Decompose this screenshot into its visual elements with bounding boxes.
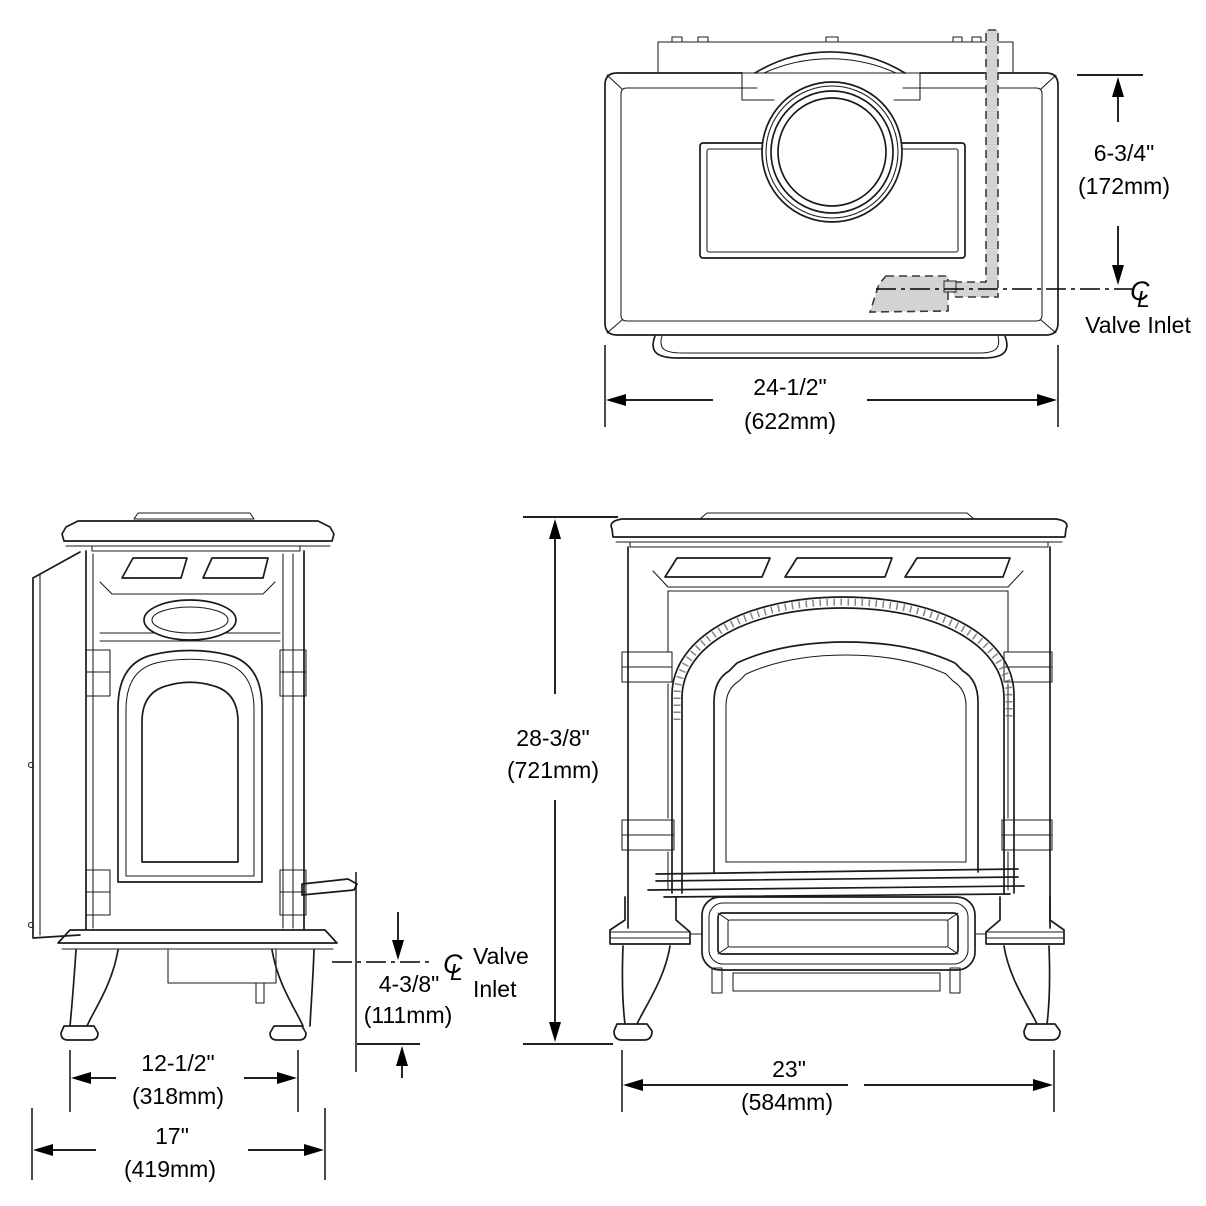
front-left-pedestal bbox=[609, 896, 691, 945]
top-valve-inlet-label: Valve Inlet bbox=[1085, 312, 1191, 338]
front-height-inches: 28-3/8" bbox=[516, 725, 589, 751]
top-view-front-rail bbox=[652, 335, 1008, 359]
dimension-top-height: 6-3/4" (172mm) C L Valve Inlet bbox=[1077, 74, 1191, 338]
dimension-side-leg-span: 12-1/2" (318mm) bbox=[69, 1050, 299, 1112]
dimension-top-width: 24-1/2" (622mm) bbox=[604, 345, 1059, 434]
top-height-mm: (172mm) bbox=[1078, 173, 1170, 199]
side-leg-span-inches: 12-1/2" bbox=[141, 1050, 214, 1076]
side-view bbox=[27, 512, 358, 1041]
front-door-arch bbox=[671, 596, 1015, 894]
front-view bbox=[609, 512, 1068, 1041]
top-height-inches: 6-3/4" bbox=[1094, 140, 1155, 166]
front-sill bbox=[655, 868, 1019, 882]
side-valve-label-2: Inlet bbox=[473, 976, 517, 1002]
front-width-inches: 23" bbox=[772, 1056, 806, 1082]
dimension-front-height: 28-3/8" (721mm) bbox=[507, 516, 618, 1045]
centerline-symbol: C bbox=[1130, 276, 1150, 306]
gas-valve bbox=[868, 275, 949, 313]
side-depth-inches: 17" bbox=[155, 1123, 189, 1149]
dimension-front-width: 23" (584mm) bbox=[621, 1050, 1055, 1115]
front-width-mm: (584mm) bbox=[741, 1089, 833, 1115]
top-view bbox=[604, 29, 1132, 359]
centerline-symbol: C bbox=[443, 949, 463, 979]
door-handle bbox=[301, 878, 358, 896]
side-louver bbox=[121, 557, 188, 579]
front-body bbox=[627, 546, 1051, 929]
front-left-leg bbox=[621, 945, 626, 1025]
side-body bbox=[85, 550, 305, 931]
top-view-rear-shield bbox=[657, 41, 1014, 74]
svg-text:L: L bbox=[450, 959, 463, 985]
dimension-side-depth: 17" (419mm) bbox=[31, 1108, 326, 1182]
front-height-mm: (721mm) bbox=[507, 757, 599, 783]
side-door-arch bbox=[117, 649, 263, 883]
side-valve-height-inches: 4-3/8" bbox=[379, 971, 440, 997]
front-top-plate bbox=[610, 518, 1068, 538]
front-glass-frame bbox=[713, 641, 979, 873]
side-front-leg bbox=[309, 949, 315, 1027]
side-valve-height-mm: (111mm) bbox=[364, 1002, 453, 1028]
ash-drawer bbox=[701, 896, 976, 971]
dimension-side-valve-height: C L Valve Inlet 4-3/8" (111mm) bbox=[332, 872, 529, 1078]
side-rear-leg bbox=[69, 949, 77, 1027]
top-view-top-plate bbox=[604, 72, 1059, 336]
flue-hump bbox=[754, 51, 906, 74]
top-width-inches: 24-1/2" bbox=[753, 374, 826, 400]
front-right-leg bbox=[1046, 945, 1051, 1025]
top-width-mm: (622mm) bbox=[744, 408, 836, 434]
side-depth-mm: (419mm) bbox=[124, 1156, 216, 1182]
gas-line bbox=[953, 29, 999, 298]
flue-collar bbox=[761, 81, 903, 223]
side-leg-span-mm: (318mm) bbox=[132, 1083, 224, 1109]
side-bottom-plate bbox=[57, 929, 338, 944]
svg-text:L: L bbox=[1137, 286, 1150, 312]
front-right-pedestal bbox=[985, 896, 1065, 945]
side-top-plate bbox=[61, 520, 335, 542]
valve-fitting bbox=[943, 280, 957, 293]
side-badge bbox=[143, 599, 237, 641]
front-louver bbox=[664, 557, 771, 578]
side-valve-label-1: Valve bbox=[473, 943, 529, 969]
